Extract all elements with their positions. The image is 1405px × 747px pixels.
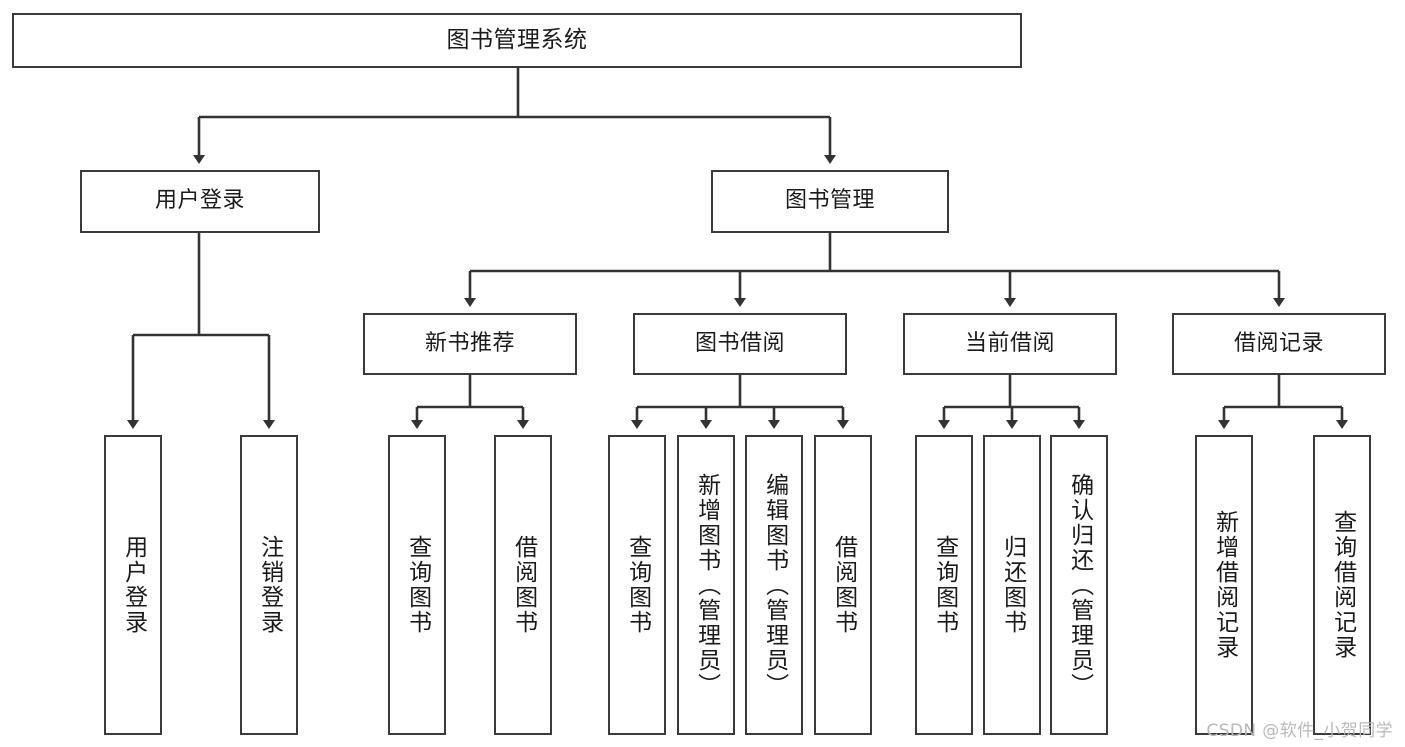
node-borrow-record[interactable]: 借阅记录 (1172, 313, 1386, 375)
leaf-record-add[interactable]: 新增借阅记录 (1195, 435, 1253, 735)
node-label: 新增图书（管理员） (693, 472, 720, 698)
node-label: 借阅图书 (510, 535, 537, 635)
node-label: 用户登录 (120, 535, 147, 635)
node-label: 查询图书 (931, 535, 958, 635)
node-label: 当前借阅 (964, 330, 1055, 356)
node-current-borrow[interactable]: 当前借阅 (903, 313, 1117, 375)
leaf-record-query[interactable]: 查询借阅记录 (1313, 435, 1371, 735)
node-label: 注销登录 (256, 535, 283, 635)
leaf-borrow-borrow-book[interactable]: 借阅图书 (814, 435, 872, 735)
node-label: 查询借阅记录 (1329, 510, 1356, 660)
node-label: 借阅图书 (830, 535, 857, 635)
leaf-new-book-query[interactable]: 查询图书 (388, 435, 446, 735)
leaf-logout[interactable]: 注销登录 (240, 435, 298, 735)
node-label: 查询图书 (404, 535, 431, 635)
node-book-borrow[interactable]: 图书借阅 (633, 313, 847, 375)
node-label: 查询图书 (624, 535, 651, 635)
node-label: 归还图书 (999, 535, 1026, 635)
leaf-borrow-edit-book-admin[interactable]: 编辑图书（管理员） (745, 435, 803, 735)
node-label: 新增借阅记录 (1211, 510, 1238, 660)
node-label: 图书借阅 (694, 330, 785, 356)
leaf-current-confirm-return-admin[interactable]: 确认归还（管理员） (1050, 435, 1108, 735)
node-label: 借阅记录 (1233, 330, 1324, 356)
leaf-new-book-borrow[interactable]: 借阅图书 (494, 435, 552, 735)
leaf-user-login[interactable]: 用户登录 (104, 435, 162, 735)
leaf-current-query-book[interactable]: 查询图书 (915, 435, 973, 735)
node-label: 新书推荐 (424, 330, 515, 356)
leaf-borrow-query-book[interactable]: 查询图书 (608, 435, 666, 735)
leaf-current-return-book[interactable]: 归还图书 (983, 435, 1041, 735)
node-book-management[interactable]: 图书管理 (711, 170, 949, 233)
node-label: 编辑图书（管理员） (761, 472, 788, 698)
node-label: 图书管理系统 (446, 26, 588, 53)
leaf-borrow-add-book-admin[interactable]: 新增图书（管理员） (677, 435, 735, 735)
node-label: 确认归还（管理员） (1066, 472, 1093, 698)
node-root-book-management-system[interactable]: 图书管理系统 (12, 13, 1022, 68)
node-label: 用户登录 (154, 188, 245, 214)
node-label: 图书管理 (784, 188, 875, 214)
node-user-login[interactable]: 用户登录 (80, 170, 320, 233)
node-new-book-recommend[interactable]: 新书推荐 (363, 313, 577, 375)
